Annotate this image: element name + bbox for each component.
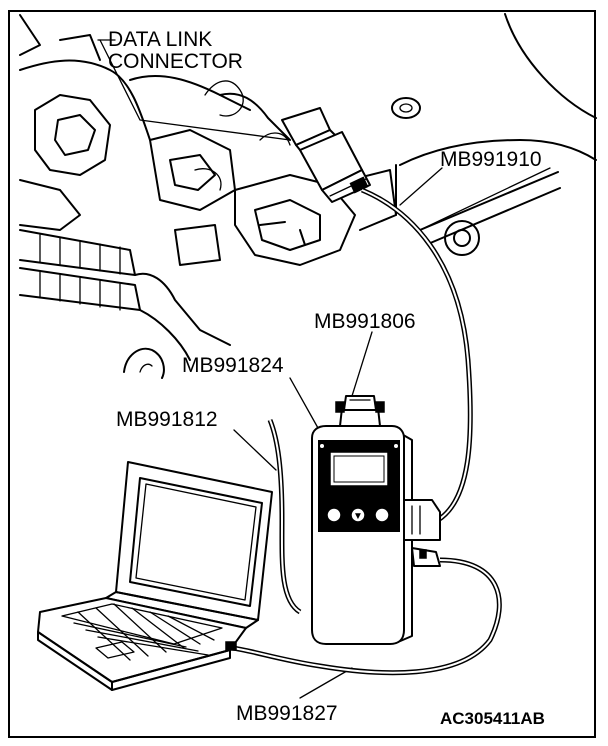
leader-line-mb991824 xyxy=(289,377,319,429)
label-data-link-connector-line1: DATA LINK xyxy=(108,28,212,51)
device-button-left xyxy=(326,507,342,523)
engine-bay-illustration xyxy=(19,13,597,379)
leader-line-mb991806 xyxy=(351,331,373,397)
figure-code: AC305411AB xyxy=(440,709,545,728)
label-mb991910: MB991910 xyxy=(440,148,542,171)
leader-line-mb991910-rod xyxy=(419,167,551,231)
mb991910-plug xyxy=(299,131,371,203)
label-mb991827: MB991827 xyxy=(236,702,338,725)
label-mb991812: MB991812 xyxy=(116,408,218,431)
label-data-link-connector-line2: CONNECTOR xyxy=(108,50,243,73)
label-mb991806: MB991806 xyxy=(314,310,416,333)
device-button-right xyxy=(374,507,390,523)
device-side-port-upper xyxy=(403,499,441,541)
label-mb991824: MB991824 xyxy=(182,354,284,377)
leader-line-mb991812 xyxy=(233,429,277,471)
device-button-down: ▼ xyxy=(350,507,366,523)
device-side-port-lower xyxy=(411,547,441,567)
leader-line-data-link xyxy=(99,39,291,141)
leader-line-mb991827 xyxy=(299,667,353,699)
laptop-computer xyxy=(37,461,273,691)
mb991824-device: ▼ xyxy=(311,395,441,645)
leader-line-mb991910 xyxy=(399,167,443,206)
svg-text:▼: ▼ xyxy=(353,511,363,522)
mb991806-adapter xyxy=(335,395,385,427)
